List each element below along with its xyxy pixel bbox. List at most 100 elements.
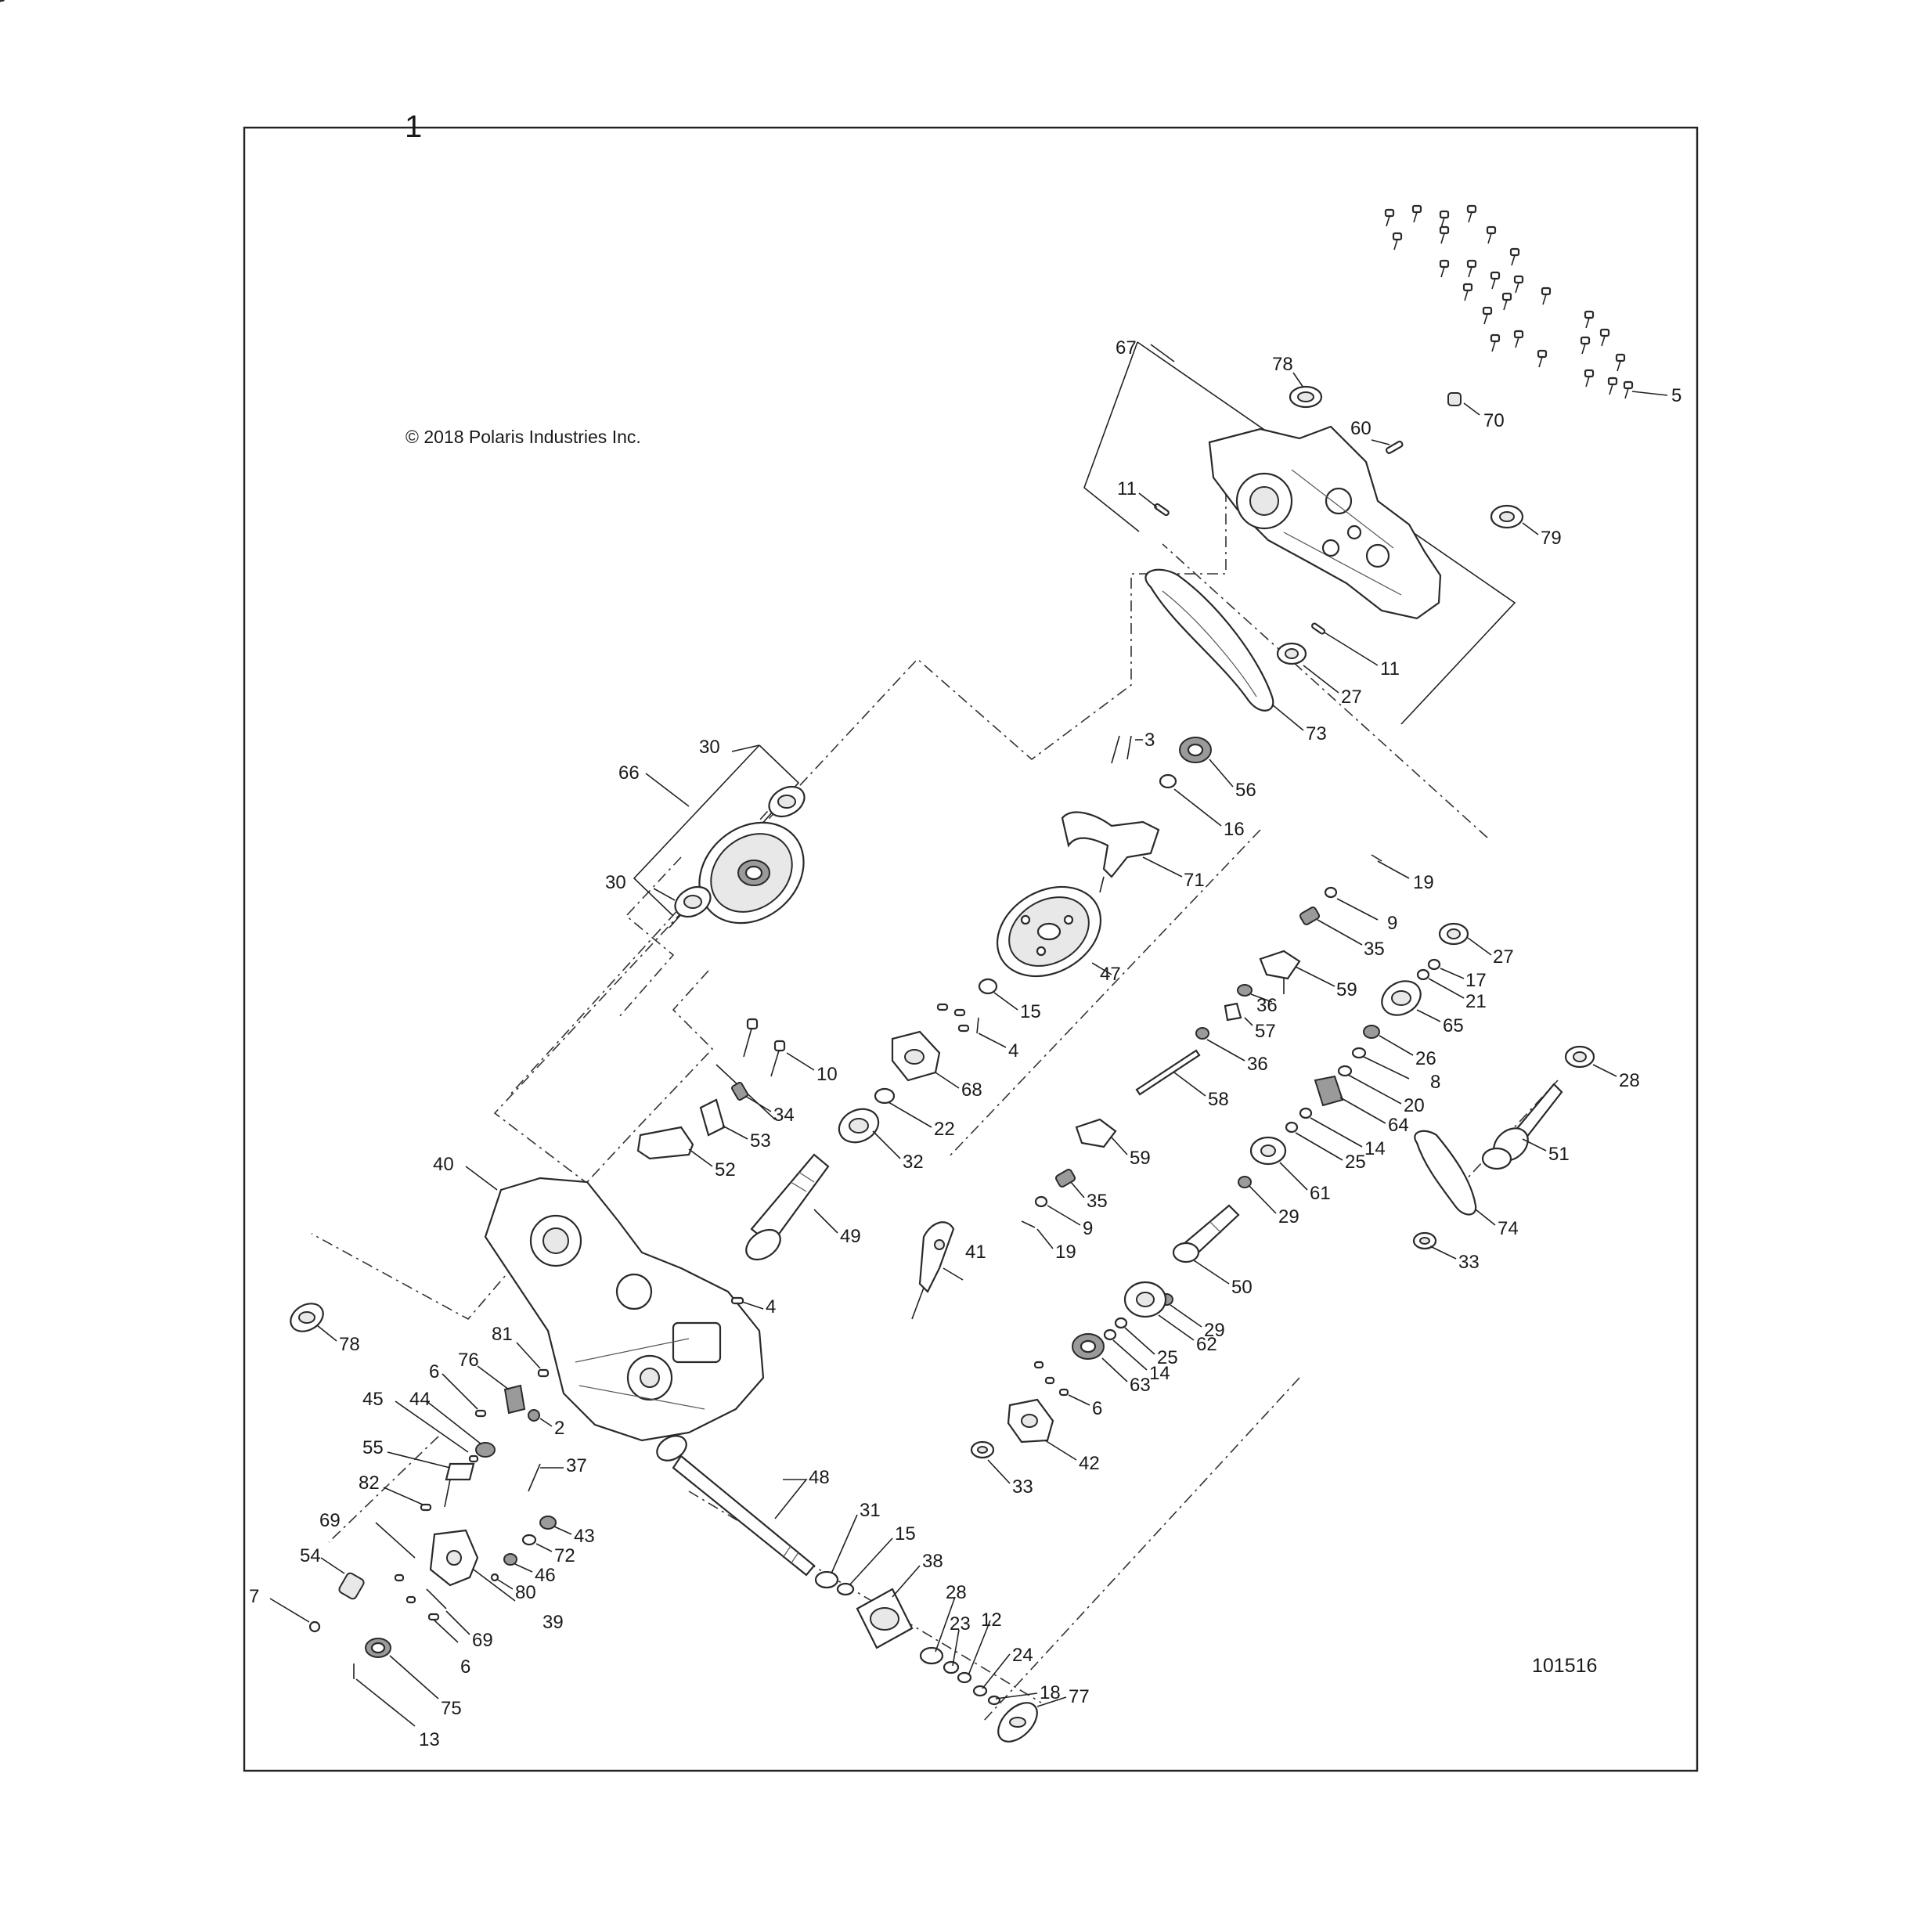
ring-9-upper (1324, 886, 1338, 899)
callout-label: 19 (1055, 1242, 1076, 1263)
callout-label: 9 (1083, 1218, 1093, 1239)
callout-label: 43 (574, 1526, 595, 1547)
callout-label: 29 (1278, 1206, 1299, 1227)
gear-76 (503, 1384, 526, 1415)
callout-label: 61 (1310, 1183, 1331, 1204)
callout-label: 4 (1008, 1040, 1018, 1062)
ring-23 (943, 1660, 960, 1674)
callout-label: 17 (1465, 970, 1487, 991)
seal-78-upper (1289, 385, 1323, 409)
pin-6-upper (474, 1409, 487, 1418)
pin-60 (1385, 440, 1404, 454)
ring-8 (1351, 1047, 1367, 1059)
ring-22 (874, 1087, 896, 1105)
ring-25-lower (1114, 1317, 1128, 1329)
callout-label: 66 (618, 762, 640, 784)
bearing-33-lower (970, 1440, 995, 1459)
callout-label: 54 (300, 1545, 321, 1566)
spring-46 (503, 1553, 517, 1566)
callout-label: 50 (1231, 1277, 1253, 1298)
callout-label: 68 (961, 1080, 982, 1101)
callout-label: 7 (249, 1586, 259, 1607)
callout-label: 15 (1020, 1001, 1041, 1022)
bearing-30-lower (674, 885, 712, 918)
gear-47 (996, 885, 1102, 978)
callout-label: 75 (441, 1698, 462, 1719)
callout-label: 6 (1092, 1398, 1102, 1419)
callout-label: 4 (766, 1296, 776, 1317)
callout-label: 79 (1541, 528, 1562, 549)
assembly-lines (311, 491, 1559, 1723)
sprocket-56 (1179, 737, 1212, 763)
callout-label: 71 (1184, 870, 1205, 891)
callout-label: 82 (359, 1472, 380, 1494)
seal-79 (1490, 504, 1524, 529)
callout-label: 36 (1247, 1054, 1268, 1075)
callout-label: 25 (1345, 1152, 1366, 1173)
flange-77 (997, 1702, 1038, 1743)
callout-label: 28 (946, 1582, 967, 1603)
seal-31 (814, 1570, 839, 1589)
pin-4-lower (730, 1296, 744, 1305)
callout-label: 45 (362, 1389, 384, 1410)
callout-label: 9 (1387, 913, 1397, 934)
callout-label: 60 (1350, 418, 1372, 439)
block-53 (699, 1098, 726, 1137)
callout-label: 58 (1208, 1089, 1229, 1110)
callout-label: 23 (950, 1613, 971, 1635)
callout-label: 15 (895, 1523, 916, 1545)
pin-19-lower (1021, 1220, 1036, 1228)
rod-58 (1135, 1049, 1201, 1096)
callout-label: 46 (535, 1565, 556, 1586)
detent-57 (1224, 1002, 1242, 1022)
callout-label: 13 (419, 1729, 440, 1750)
callout-label: 74 (1498, 1218, 1519, 1239)
diagram-frame (243, 126, 1699, 1772)
gear-44 (475, 1442, 496, 1458)
pin-6-lower-left (427, 1613, 440, 1621)
callout-label: 48 (809, 1467, 830, 1488)
belt-74 (1414, 1130, 1477, 1216)
bearing-30-upper (768, 785, 806, 818)
callout-label: 27 (1493, 946, 1514, 968)
callout-label: 38 (922, 1551, 943, 1572)
callout-label: 42 (1079, 1453, 1100, 1474)
callout-label: 11 (1380, 658, 1400, 679)
callout-label: 11 (1117, 478, 1137, 499)
callout-label: 78 (1272, 354, 1293, 375)
callout-label: 52 (715, 1159, 736, 1180)
callout-label: 24 (1012, 1645, 1033, 1666)
pin-11-lower (1310, 622, 1326, 635)
callout-label: 22 (934, 1119, 955, 1140)
ring-24 (972, 1685, 988, 1697)
callout-label: 33 (1458, 1252, 1480, 1273)
callout-label: 41 (965, 1242, 986, 1263)
bearing-33-right (1412, 1231, 1437, 1250)
callout-label: 70 (1483, 410, 1505, 431)
callout-label: 64 (1388, 1115, 1409, 1136)
pin-80 (490, 1573, 499, 1582)
callout-label: 59 (1336, 979, 1357, 1000)
callout-labels: 67 78 60 70 5 11 79 11 27 73 3 56 30 66 … (249, 337, 1681, 1750)
callout-label: 51 (1548, 1144, 1570, 1165)
callout-label: 78 (339, 1334, 360, 1355)
drive-belt-73 (1144, 568, 1274, 712)
callout-label: 32 (903, 1152, 924, 1173)
gear-62 (1123, 1281, 1167, 1318)
callout-label: 8 (1430, 1072, 1440, 1093)
pin-45 (468, 1454, 479, 1463)
gear-66 (698, 821, 805, 925)
output-shaft-48 (656, 1435, 816, 1577)
ring-15-upper (978, 978, 998, 995)
callout-label: 35 (1087, 1191, 1108, 1212)
ring-14-upper (1299, 1107, 1313, 1119)
shaft-51 (1481, 1083, 1563, 1170)
cover-plate-68 (891, 1030, 941, 1082)
callout-label: 49 (840, 1226, 861, 1247)
callout-label: 28 (1619, 1070, 1640, 1091)
callout-label: 21 (1465, 991, 1487, 1012)
ring-16 (1159, 773, 1177, 789)
callout-label: 14 (1364, 1138, 1386, 1159)
callout-label: 40 (433, 1154, 454, 1175)
callout-label: 59 (1130, 1148, 1151, 1169)
